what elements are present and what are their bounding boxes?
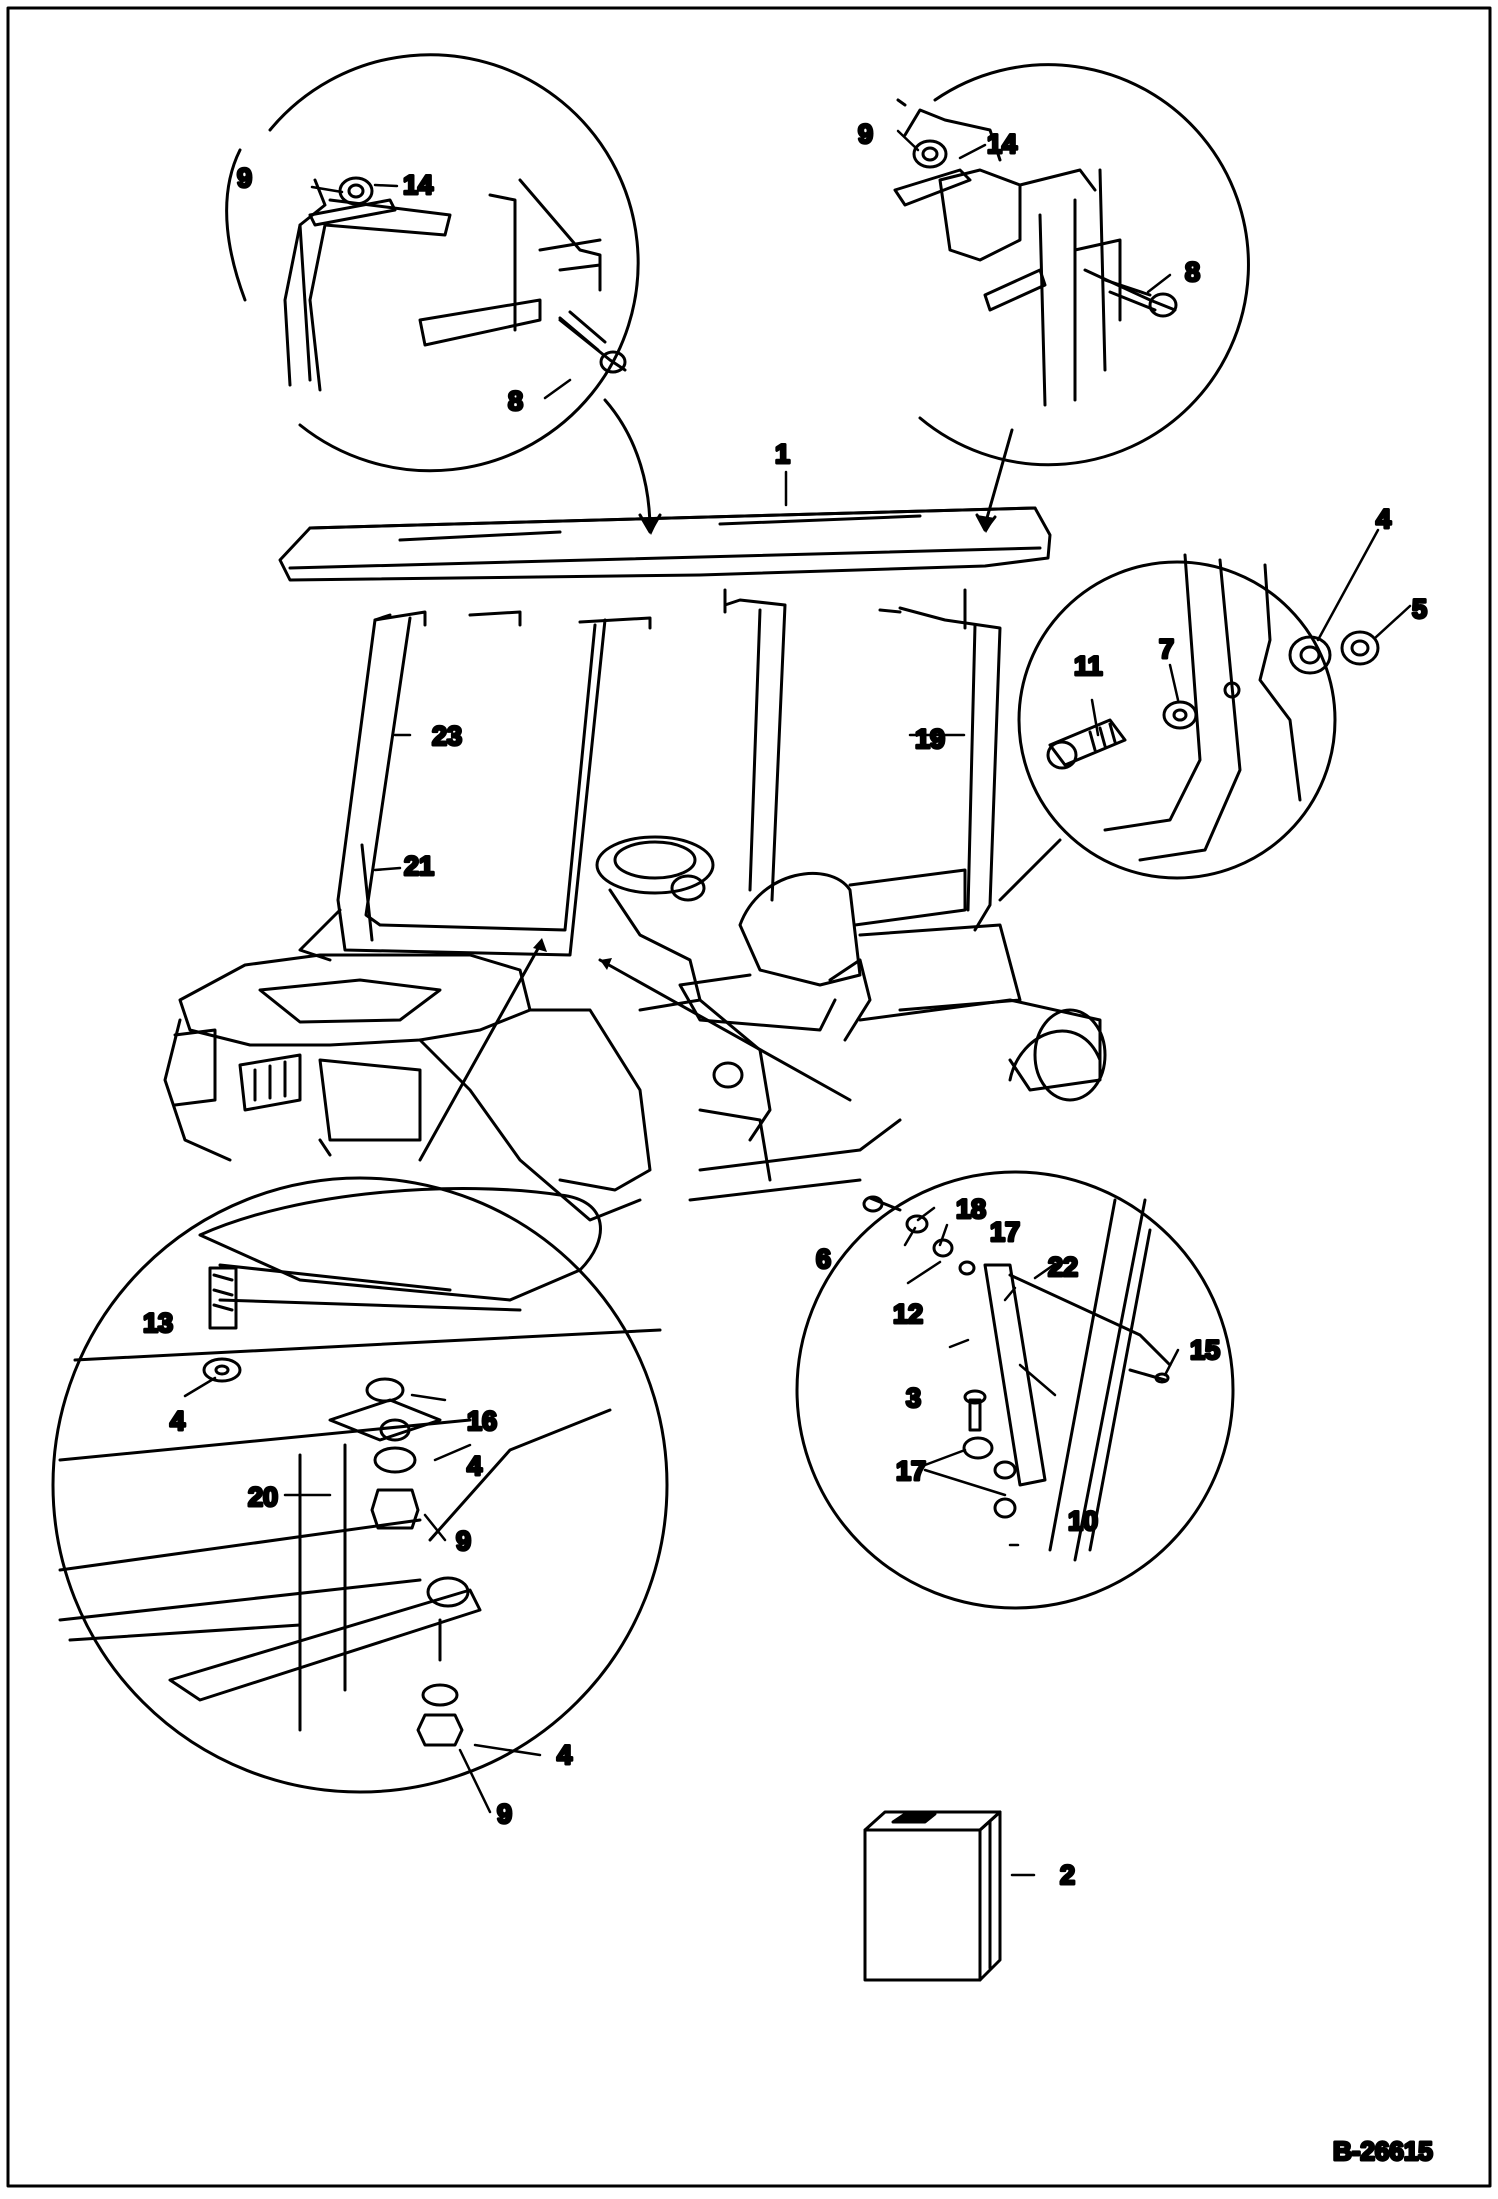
document-id: B-26615 xyxy=(1333,2136,1433,2166)
support-strut-detail xyxy=(795,1170,1235,1610)
vehicle-body xyxy=(163,953,1107,1222)
callout-22: 22 xyxy=(1048,1252,1078,1282)
canopy-rear-post-detail xyxy=(1017,553,1380,880)
callout-labels: 1 9 14 8 9 14 8 4 5 7 11 19 23 21 2 13 4… xyxy=(142,118,1429,1892)
callout-19: 19 xyxy=(915,724,945,754)
callout-10: 10 xyxy=(1068,1506,1098,1536)
callout-2: 2 xyxy=(1060,1860,1075,1890)
canopy-roof xyxy=(278,506,1052,582)
callout-5: 5 xyxy=(1412,594,1427,624)
callout-4-front-a: 4 xyxy=(170,1406,185,1436)
callout-8-left: 8 xyxy=(508,386,523,416)
callout-12: 12 xyxy=(893,1299,923,1329)
callout-8-right: 8 xyxy=(1185,257,1200,287)
rear-frame xyxy=(723,588,1002,932)
callout-14-right: 14 xyxy=(987,129,1017,159)
callout-15: 15 xyxy=(1190,1335,1220,1365)
callout-11: 11 xyxy=(1074,651,1103,681)
front-mount-detail xyxy=(51,1176,669,1794)
callout-17-top: 17 xyxy=(990,1217,1020,1247)
canopy-right-attach-detail xyxy=(893,63,1250,467)
callout-4-front-c: 4 xyxy=(557,1740,572,1770)
windshield-frame xyxy=(298,610,652,962)
callout-9-front-b: 9 xyxy=(497,1799,512,1829)
callout-3: 3 xyxy=(906,1383,921,1413)
canopy-left-attach-detail xyxy=(225,53,640,473)
callout-17-bottom: 17 xyxy=(896,1456,926,1486)
callout-1: 1 xyxy=(775,439,790,469)
callout-4-front-b: 4 xyxy=(467,1451,482,1481)
callout-9-right: 9 xyxy=(858,119,873,149)
callout-6: 6 xyxy=(816,1244,831,1274)
callout-9-left: 9 xyxy=(237,163,252,193)
callout-23: 23 xyxy=(432,721,462,751)
callout-18: 18 xyxy=(956,1194,986,1224)
part-2-box xyxy=(863,1810,1002,1982)
callout-leaders xyxy=(183,129,1412,1877)
cab-interior xyxy=(595,835,1022,1042)
leader-arrows xyxy=(318,398,1062,1162)
callout-14-left: 14 xyxy=(403,170,433,200)
callout-13: 13 xyxy=(143,1308,173,1338)
callout-21: 21 xyxy=(404,851,434,881)
callout-4-rear: 4 xyxy=(1376,504,1391,534)
callout-9-front-a: 9 xyxy=(456,1526,471,1556)
page-border xyxy=(6,6,1492,2188)
callout-20: 20 xyxy=(248,1482,278,1512)
callout-16: 16 xyxy=(467,1406,497,1436)
callout-7: 7 xyxy=(1159,634,1174,664)
